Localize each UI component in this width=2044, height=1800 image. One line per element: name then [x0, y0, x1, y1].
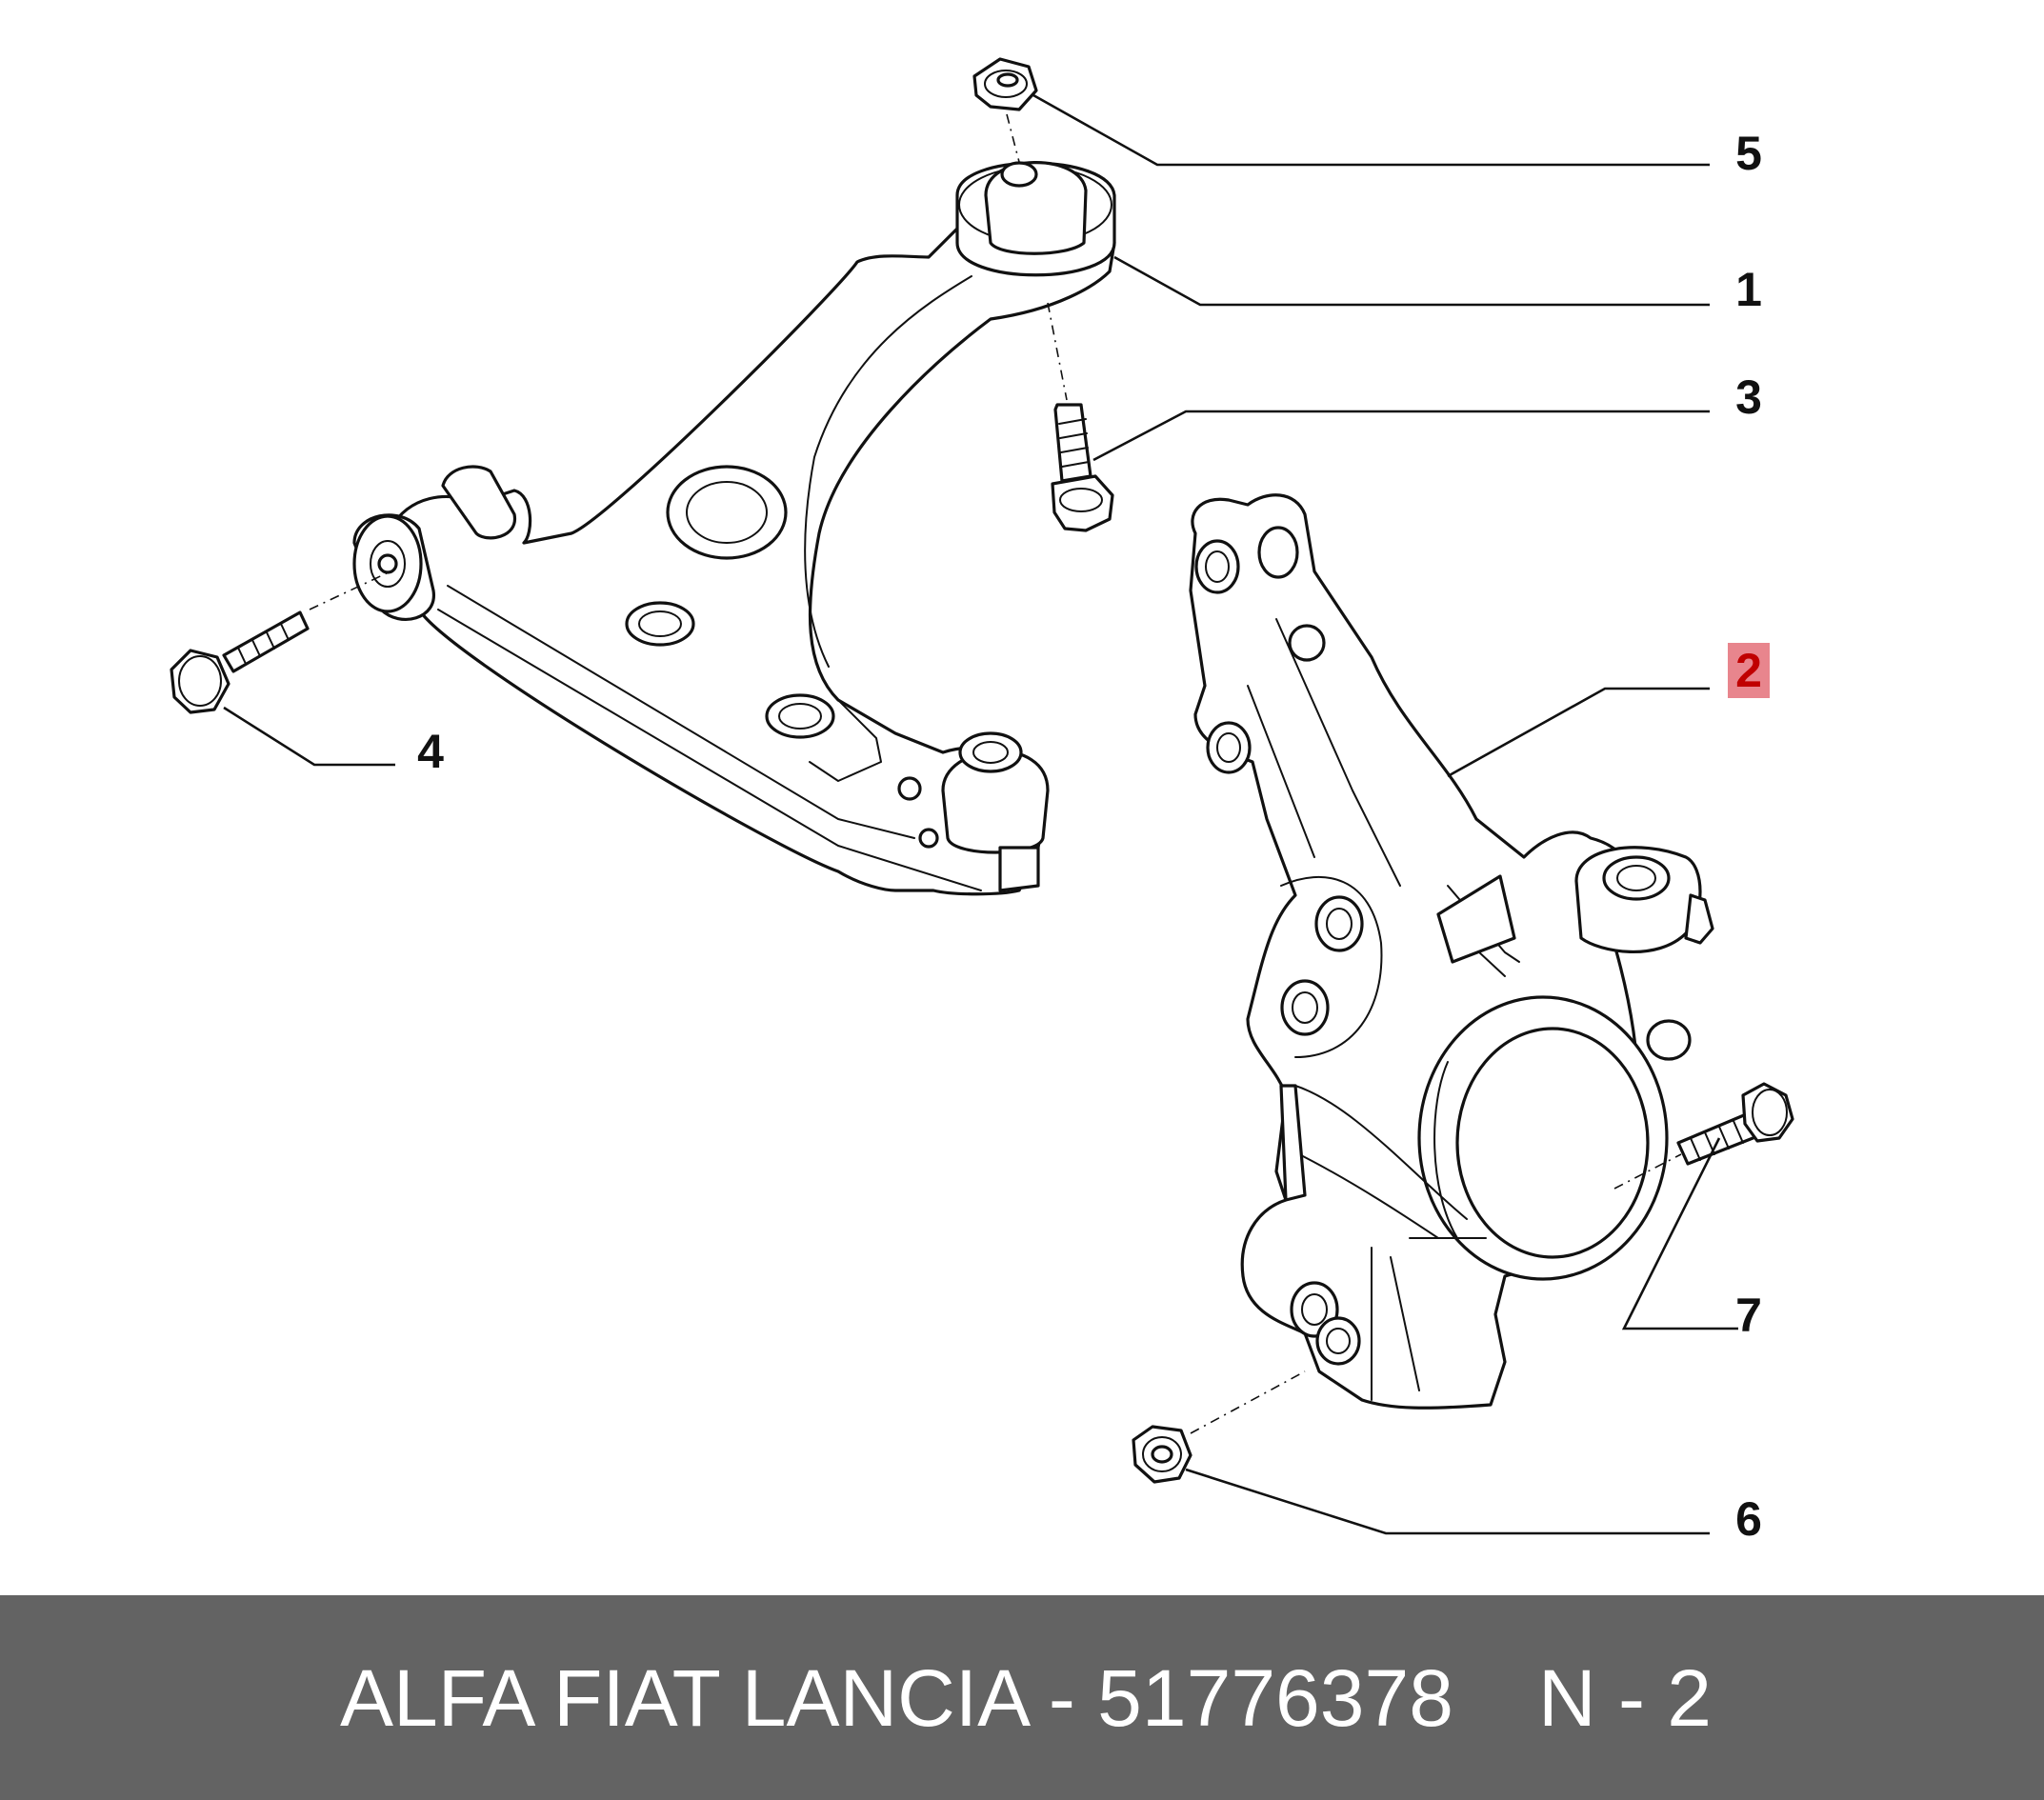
control-arm-part-1 [352, 161, 1116, 896]
callout-3: 3 [1735, 370, 1762, 424]
nut-part-5 [972, 57, 1038, 111]
callout-1: 1 [1735, 263, 1762, 316]
bolt-part-3 [1051, 403, 1114, 532]
bolt-part-7 [1676, 1082, 1794, 1166]
leader-lines [223, 93, 1738, 1535]
steering-knuckle-part-2 [1189, 493, 1714, 1410]
callout-5: 5 [1735, 127, 1762, 180]
callout-2-highlighted: 2 [1728, 643, 1770, 698]
callout-6: 6 [1735, 1492, 1762, 1546]
alignment-axes [309, 113, 1682, 1434]
bolt-part-4 [170, 610, 310, 714]
nut-part-6 [1132, 1425, 1192, 1484]
part-number-text: ALFA FIAT LANCIA - 51776378 [340, 1653, 1453, 1743]
parts-diagram [170, 57, 1794, 1535]
footer-bar: ALFA FIAT LANCIA - 51776378 N - 2 [0, 1595, 2044, 1800]
reference-text: N - 2 [1538, 1653, 1713, 1743]
callout-4: 4 [417, 725, 444, 778]
callout-7: 7 [1735, 1289, 1762, 1342]
